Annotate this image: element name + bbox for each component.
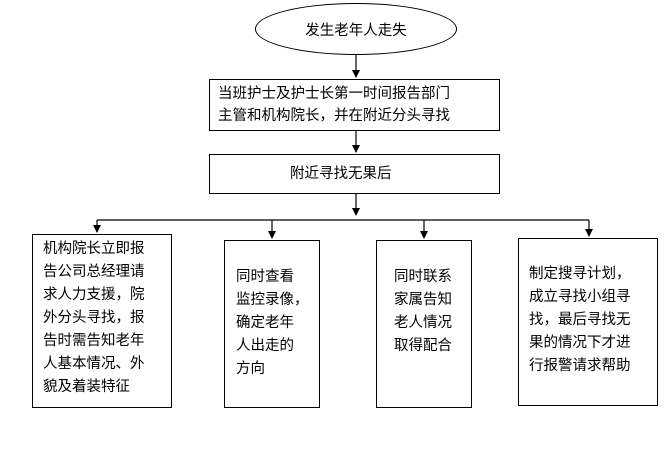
step1-text: 当班护士及护士长第一时间报告部门 主管和机构院长，并在附近分头寻找 (218, 86, 450, 124)
step2-text: 附近寻找无果后 (290, 166, 392, 182)
branch-4-text: 制定搜寻计划， 成立寻找小组寻 找，最后寻找无 果的情况下才进 行报警请求帮助 (529, 266, 631, 374)
step-report-and-search-nearby: 当班护士及护士长第一时间报告部门 主管和机构院长，并在附近分头寻找 (209, 79, 500, 131)
branch-report-headquarters: 机构院长立即报 告公司总经理请 求人力支援，院 外分头寻找，报 告时需告知老年 … (32, 234, 172, 408)
branch-1-text: 机构院长立即报 告公司总经理请 求人力支援，院 外分头寻找，报 告时需告知老年 … (43, 241, 145, 395)
branch-contact-family: 同时联系 家属告知 老人情况 取得配合 (376, 240, 472, 408)
step-nearby-search-failed: 附近寻找无果后 (209, 154, 500, 194)
branch-2-text: 同时查看 监控录像， 确定老年 人出走的 方向 (236, 269, 309, 377)
branch-search-plan-and-police: 制定搜寻计划， 成立寻找小组寻 找，最后寻找无 果的情况下才进 行报警请求帮助 (518, 238, 658, 406)
branch-3-text: 同时联系 家属告知 老人情况 取得配合 (394, 269, 452, 354)
start-label: 发生老年人走失 (305, 22, 407, 39)
start-node: 发生老年人走失 (255, 3, 457, 55)
branch-check-surveillance: 同时查看 监控录像， 确定老年 人出走的 方向 (224, 240, 320, 408)
